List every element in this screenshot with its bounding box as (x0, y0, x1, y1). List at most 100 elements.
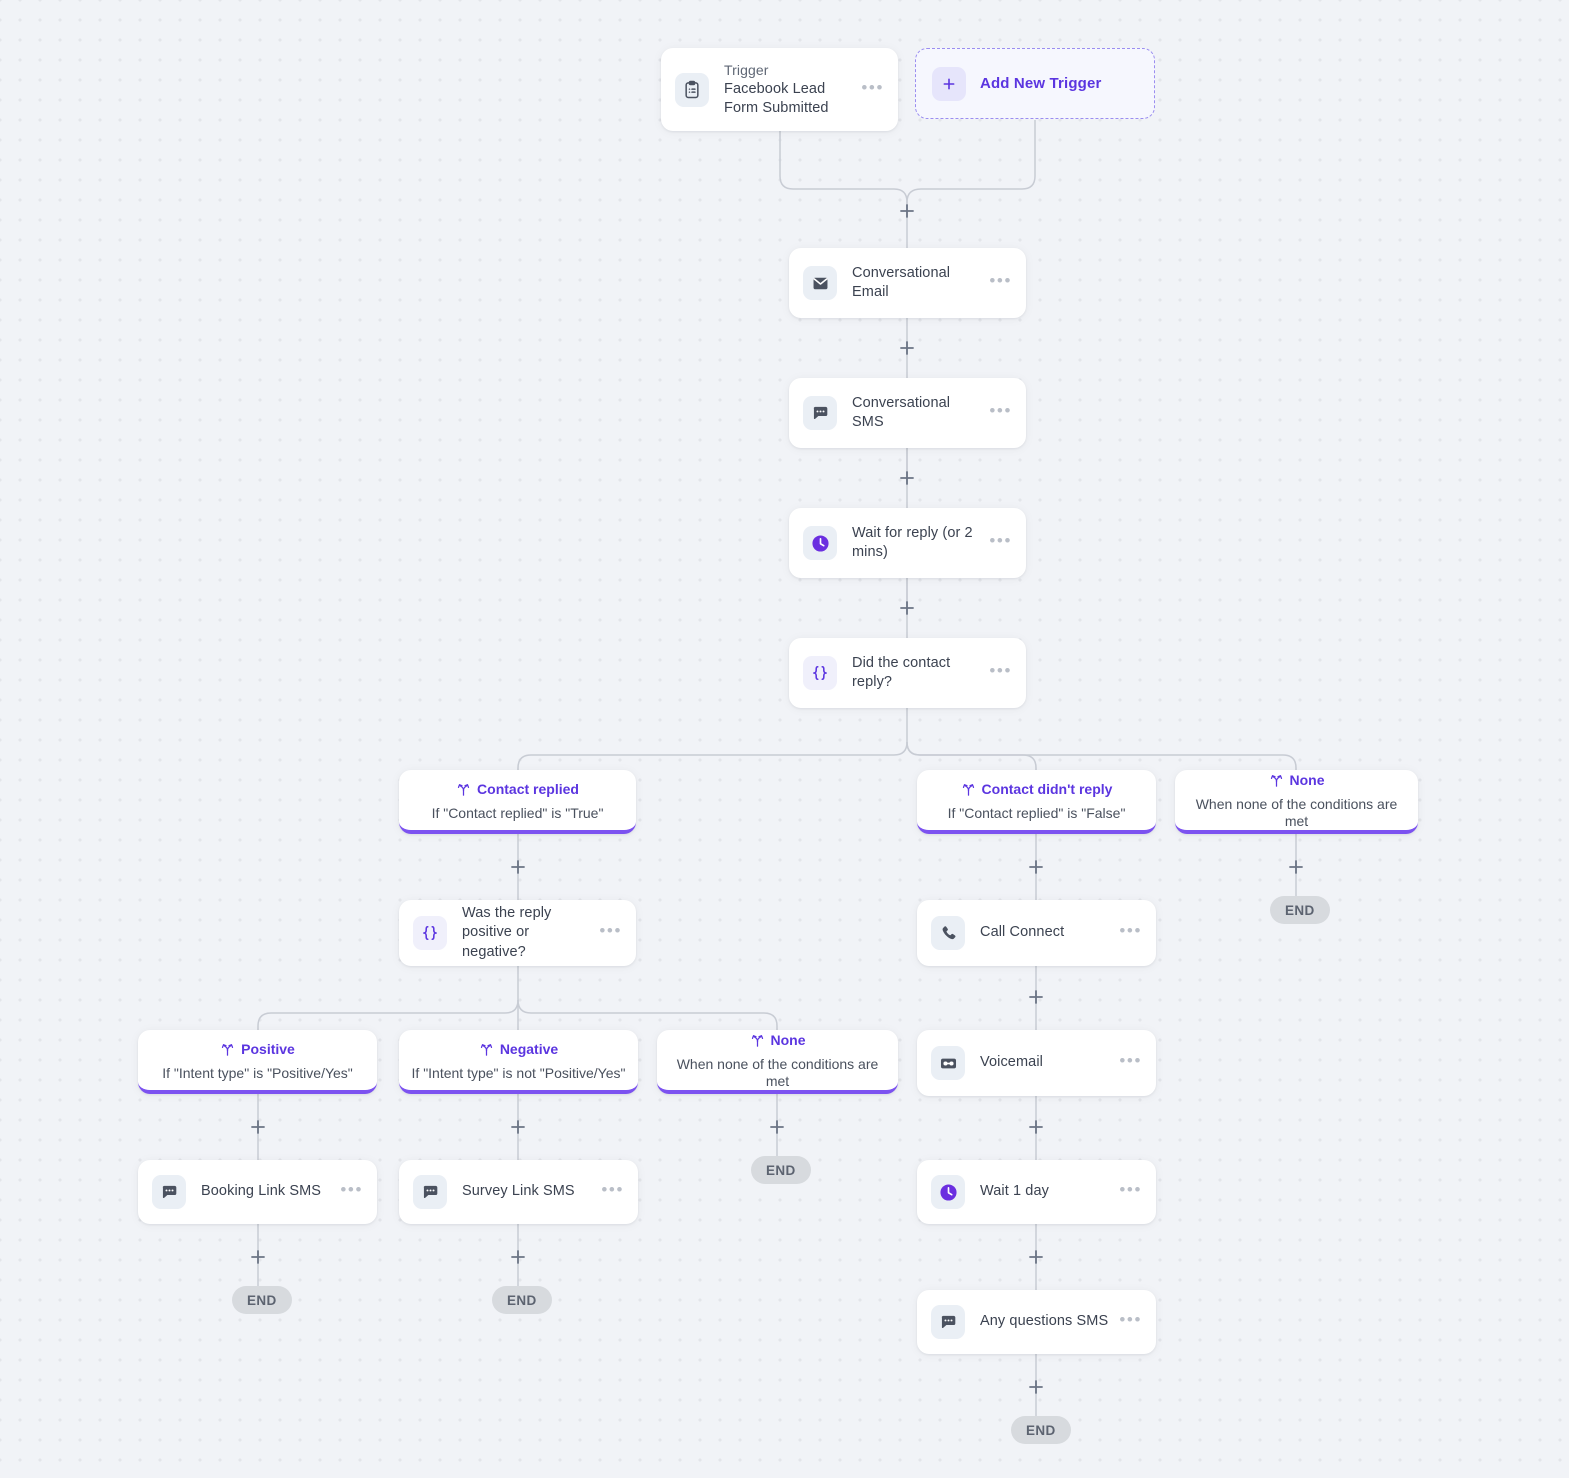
node-menu-icon[interactable]: ••• (1119, 1310, 1142, 1329)
node-menu-icon[interactable]: ••• (340, 1180, 363, 1199)
branch-title-group: Negative (479, 1041, 558, 1058)
code-braces-icon (413, 916, 447, 950)
add-step-button[interactable] (509, 858, 527, 876)
branch-condition: If "Intent type" is "Positive/Yes" (162, 1064, 353, 1081)
branch-title-group: None (1269, 772, 1325, 789)
add-step-button[interactable] (1287, 858, 1305, 876)
chat-bubble-icon (931, 1305, 965, 1339)
end-label: END (247, 1292, 277, 1308)
add-step-button[interactable] (1027, 1248, 1045, 1266)
trigger-kind-label: Trigger (724, 62, 769, 79)
add-step-button[interactable] (1027, 1118, 1045, 1136)
end-label: END (1285, 902, 1315, 918)
node-menu-icon[interactable]: ••• (1119, 1051, 1142, 1070)
end-marker-none-level-1: END (1270, 896, 1330, 924)
node-menu-icon[interactable]: ••• (861, 77, 884, 97)
node-trigger-facebook-lead-form[interactable]: Trigger Facebook Lead Form Submitted ••• (661, 48, 898, 131)
add-step-button[interactable] (898, 339, 916, 357)
node-label: Wait 1 day (980, 1183, 1049, 1200)
branch-contact-didnt-reply[interactable]: Contact didn't reply If "Contact replied… (917, 770, 1156, 834)
branch-split-icon (480, 1043, 492, 1056)
node-label: Conversational SMS (852, 394, 951, 430)
node-wait-1-day[interactable]: Wait 1 day ••• (917, 1160, 1156, 1224)
branch-negative[interactable]: Negative If "Intent type" is not "Positi… (399, 1030, 638, 1094)
clock-icon (931, 1175, 965, 1209)
node-label: Survey Link SMS (462, 1183, 575, 1200)
node-menu-icon[interactable]: ••• (1119, 921, 1142, 940)
node-menu-icon[interactable]: ••• (989, 661, 1012, 680)
node-booking-link-sms[interactable]: Booking Link SMS ••• (138, 1160, 377, 1224)
trigger-name: Facebook Lead Form Submitted (724, 80, 829, 116)
branch-none-level-2[interactable]: None When none of the conditions are met (657, 1030, 898, 1094)
add-step-button[interactable] (898, 599, 916, 617)
node-did-the-contact-reply[interactable]: Did the contact reply? ••• (789, 638, 1026, 708)
branch-condition: When none of the conditions are met (676, 1056, 879, 1089)
end-marker-survey-link-sms: END (492, 1286, 552, 1314)
branch-title: Contact didn't reply (981, 780, 1113, 797)
node-survey-link-sms[interactable]: Survey Link SMS ••• (399, 1160, 638, 1224)
add-step-button[interactable] (1027, 988, 1045, 1006)
branch-title-group: None (750, 1032, 806, 1049)
node-label: Call Connect (980, 924, 1065, 941)
node-menu-icon[interactable]: ••• (989, 271, 1012, 290)
add-step-button[interactable] (898, 469, 916, 487)
branch-split-icon (1270, 775, 1282, 787)
branch-condition: If "Intent type" is not "Positive/Yes" (411, 1064, 626, 1081)
add-step-button[interactable] (768, 1118, 786, 1136)
branch-condition: When none of the conditions are met (1195, 796, 1398, 829)
node-menu-icon[interactable]: ••• (599, 921, 622, 940)
chat-bubble-icon (803, 396, 837, 430)
end-marker-none-level-2: END (751, 1156, 811, 1184)
add-step-button[interactable] (898, 202, 916, 220)
branch-title-group: Contact didn't reply (961, 780, 1113, 798)
chat-bubble-icon (413, 1175, 447, 1209)
branch-title-group: Contact replied (456, 781, 579, 798)
node-label: Was the reply positive or negative? (462, 905, 552, 960)
branch-title: Positive (241, 1040, 295, 1057)
branch-split-icon (962, 783, 974, 796)
end-label: END (507, 1292, 537, 1308)
node-was-the-reply-positive-or-negative[interactable]: Was the reply positive or negative? ••• (399, 900, 636, 966)
node-label: Booking Link SMS (201, 1183, 322, 1200)
node-menu-icon[interactable]: ••• (601, 1180, 624, 1199)
branch-title: Contact replied (477, 780, 579, 797)
envelope-icon (803, 266, 837, 300)
branch-title: None (1289, 772, 1325, 789)
node-label: Wait for reply (or 2 mins) (852, 524, 973, 560)
node-voicemail[interactable]: Voicemail ••• (917, 1030, 1156, 1096)
trigger-label-group: Trigger Facebook Lead Form Submitted (724, 61, 853, 118)
node-menu-icon[interactable]: ••• (989, 401, 1012, 420)
add-step-button[interactable] (509, 1118, 527, 1136)
node-menu-icon[interactable]: ••• (989, 531, 1012, 550)
node-conversational-email[interactable]: Conversational Email ••• (789, 248, 1026, 318)
node-label: Conversational Email (852, 264, 951, 300)
branch-title: None (770, 1032, 806, 1049)
end-label: END (766, 1162, 796, 1178)
node-wait-for-reply[interactable]: Wait for reply (or 2 mins) ••• (789, 508, 1026, 578)
node-label: Any questions SMS (980, 1313, 1109, 1330)
add-step-button[interactable] (509, 1248, 527, 1266)
add-new-trigger-label: Add New Trigger (980, 75, 1102, 92)
branch-positive[interactable]: Positive If "Intent type" is "Positive/Y… (138, 1030, 377, 1094)
node-menu-icon[interactable]: ••• (1119, 1180, 1142, 1199)
branch-condition: If "Contact replied" is "False" (947, 804, 1126, 821)
branch-none-level-1[interactable]: None When none of the conditions are met (1175, 770, 1418, 834)
add-step-button[interactable] (249, 1118, 267, 1136)
branch-split-icon (457, 783, 470, 796)
add-step-button[interactable] (1027, 858, 1045, 876)
phone-icon (931, 916, 965, 950)
add-step-button[interactable] (249, 1248, 267, 1266)
node-call-connect[interactable]: Call Connect ••• (917, 900, 1156, 966)
end-label: END (1026, 1422, 1056, 1438)
code-braces-icon (803, 656, 837, 690)
clipboard-form-icon (675, 72, 709, 107)
branch-contact-replied[interactable]: Contact replied If "Contact replied" is … (399, 770, 636, 834)
node-label: Voicemail (980, 1054, 1043, 1071)
add-new-trigger-button[interactable]: Add New Trigger (915, 48, 1155, 119)
add-step-button[interactable] (1027, 1378, 1045, 1396)
node-conversational-sms[interactable]: Conversational SMS ••• (789, 378, 1026, 448)
node-any-questions-sms[interactable]: Any questions SMS ••• (917, 1290, 1156, 1354)
end-marker-booking-link-sms: END (232, 1286, 292, 1314)
